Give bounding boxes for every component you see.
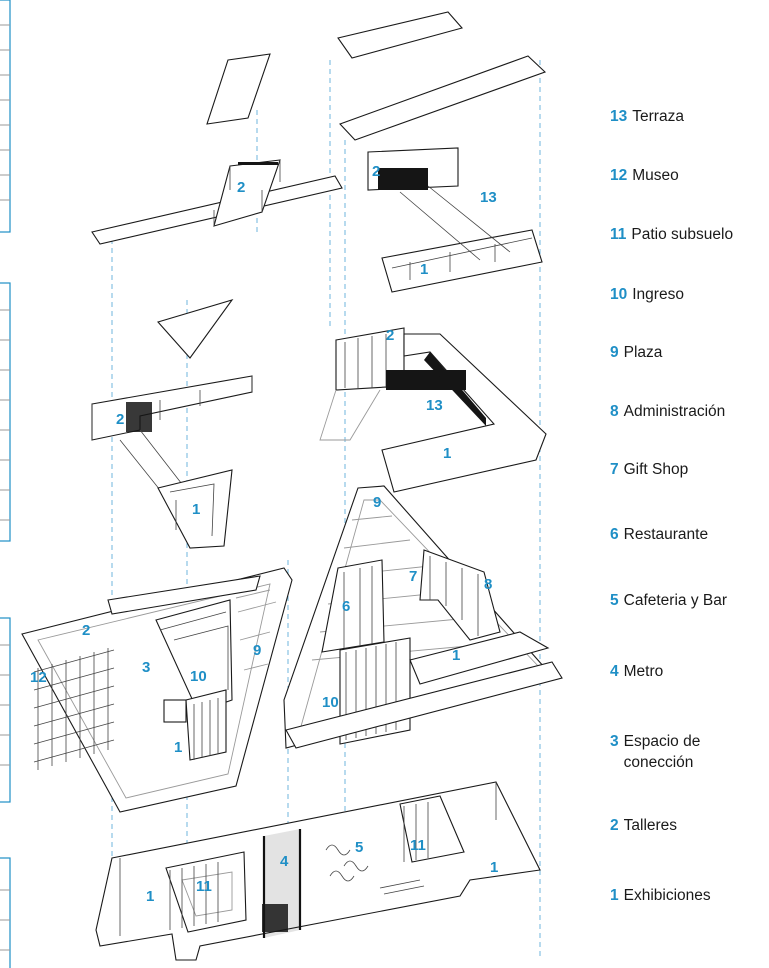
plan-label: 1 <box>490 859 498 876</box>
plan-label: 1 <box>146 888 154 905</box>
plan-labels: 2 2 13 1 2 1 2 13 1 9 7 8 6 1 10 2 3 12 … <box>30 163 498 905</box>
left-edge-frames <box>0 0 11 968</box>
basement-level <box>95 781 541 961</box>
plan-label: 8 <box>484 576 492 593</box>
plan-label: 12 <box>30 669 47 686</box>
third-level <box>213 147 543 293</box>
plan-label: 11 <box>410 837 426 854</box>
plan-label: 13 <box>480 189 497 206</box>
plan-label: 5 <box>355 839 363 856</box>
second-level <box>91 299 547 549</box>
plan-label: 2 <box>372 163 380 180</box>
plan-label: 7 <box>409 568 417 585</box>
plan-label: 6 <box>342 598 350 615</box>
plan-label: 3 <box>142 659 150 676</box>
plan-label: 2 <box>386 327 394 344</box>
plan-label: 1 <box>192 501 200 518</box>
plan-label: 2 <box>237 179 245 196</box>
plan-label: 2 <box>82 622 90 639</box>
plan-label: 1 <box>452 647 460 664</box>
ground-level-left <box>21 567 293 813</box>
plan-label: 11 <box>196 878 212 895</box>
plan-label: 10 <box>322 694 339 711</box>
plan-label: 9 <box>373 494 381 511</box>
plan-label: 10 <box>190 668 207 685</box>
plan-label: 1 <box>420 261 428 278</box>
roof-level <box>91 11 547 245</box>
plan-label: 4 <box>280 853 289 870</box>
plan-label: 1 <box>443 445 451 462</box>
plan-label: 9 <box>253 642 261 659</box>
ground-level-right <box>283 485 563 749</box>
plan-label: 1 <box>174 739 182 756</box>
plan-label: 2 <box>116 411 124 428</box>
plan-label: 13 <box>426 397 443 414</box>
